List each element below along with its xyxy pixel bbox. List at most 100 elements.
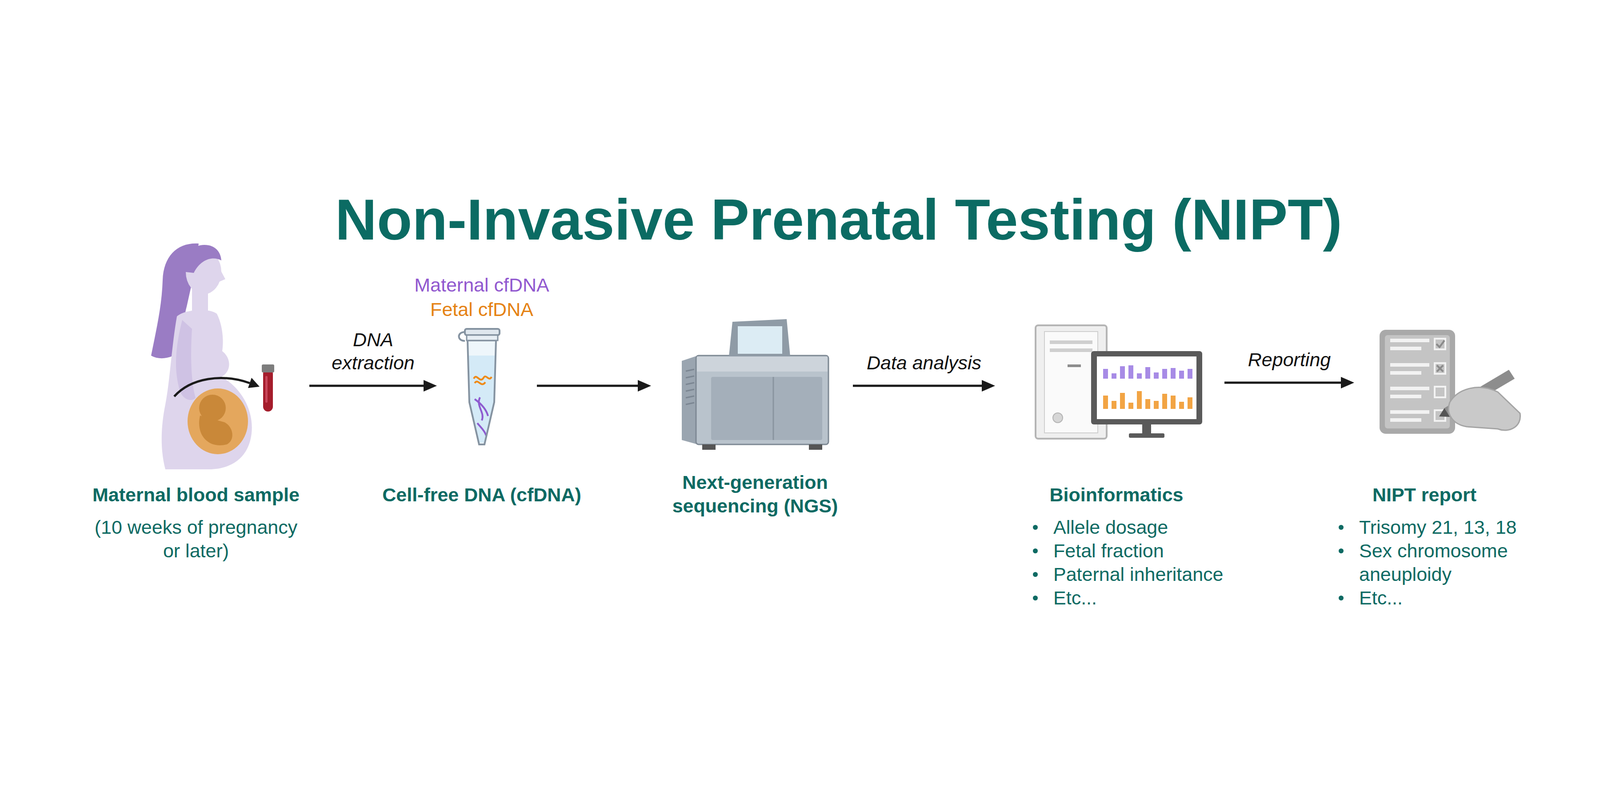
bullet-dot xyxy=(1032,595,1038,601)
step-heading: Maternal blood sample xyxy=(92,483,300,507)
process-step: NIPT reportTrisomy 21, 13, 18Sex chromos… xyxy=(1354,326,1538,445)
computer-part-part xyxy=(1111,373,1117,379)
computer-part-part xyxy=(1162,393,1168,409)
computer-part xyxy=(1052,412,1063,423)
sequencer-part xyxy=(696,356,828,372)
clipboard-part xyxy=(1390,386,1430,391)
step-heading: Cell-free DNA (cfDNA) xyxy=(382,483,582,507)
clipboard-part xyxy=(1384,335,1450,429)
sequencer-part xyxy=(685,389,695,392)
sequencer-part xyxy=(808,444,823,450)
computer-part-part xyxy=(1179,370,1184,379)
microtube xyxy=(459,328,500,445)
blood-tube xyxy=(261,364,275,412)
bullet-row: Trisomy 21, 13, 18 xyxy=(1338,515,1548,540)
clipboard-part xyxy=(1434,386,1446,398)
computer-part-part xyxy=(1145,399,1151,409)
sequencer-part xyxy=(685,369,695,372)
bullet-text: Etc... xyxy=(1053,586,1238,610)
microtube-part xyxy=(477,423,487,436)
computer-part-part xyxy=(1120,366,1125,379)
sequencer-part xyxy=(702,444,716,450)
connector-arrow xyxy=(536,380,652,392)
computer-part xyxy=(1103,391,1193,409)
computer-part-part xyxy=(1153,400,1159,409)
microtube-part xyxy=(473,376,492,380)
pregnant-woman-part xyxy=(187,388,248,455)
computer-part-part xyxy=(1170,395,1176,409)
sequencer xyxy=(681,319,829,450)
edge-label: Data analysis xyxy=(864,351,984,375)
computer-part xyxy=(1049,348,1093,352)
computer-part-part xyxy=(1187,397,1193,409)
computer-part xyxy=(1067,364,1081,368)
clipboard-part xyxy=(1436,340,1445,348)
bullet-row: Etc... xyxy=(1338,586,1548,610)
bullet-dot xyxy=(1338,548,1344,554)
computer-part-part xyxy=(1162,368,1168,379)
computer-part-part xyxy=(1128,365,1134,379)
bullet-text: Etc... xyxy=(1359,586,1548,610)
dna-label: Maternal cfDNA xyxy=(414,273,549,297)
sequencer-part xyxy=(737,326,783,354)
bullet-text: Allele dosage xyxy=(1053,515,1238,540)
clipboard-part xyxy=(1390,338,1430,343)
blood-draw-arrow xyxy=(174,377,260,397)
arrowhead xyxy=(981,380,996,392)
computer-part-part xyxy=(1187,368,1193,379)
computer-part-part xyxy=(1120,392,1125,409)
sequencer-part xyxy=(685,396,695,398)
step-body: Trisomy 21, 13, 18Sex chromosome aneuplo… xyxy=(1338,515,1548,610)
step-heading: Bioinformatics xyxy=(1049,483,1184,507)
edge-label: Reporting xyxy=(1246,348,1333,372)
arrowhead xyxy=(637,380,652,392)
connector-line xyxy=(852,384,983,388)
dna-label: Fetal cfDNA xyxy=(430,297,534,322)
sequencer-part xyxy=(728,319,791,357)
connector-arrow xyxy=(309,380,437,392)
pregnant-woman-part xyxy=(199,415,233,446)
bullet-dot xyxy=(1338,524,1344,530)
computer-part xyxy=(1103,365,1193,379)
arrowhead xyxy=(1340,376,1355,389)
clipboard-part xyxy=(1390,371,1422,375)
connector-line xyxy=(536,384,639,388)
process-step: Next-generation sequencing (NGS) xyxy=(651,315,853,456)
sequencer-part xyxy=(772,376,775,440)
microtube-part xyxy=(464,328,500,336)
step-body: Allele dosageFetal fractionPaternal inhe… xyxy=(1032,515,1238,610)
bullet-text: Trisomy 21, 13, 18 xyxy=(1359,515,1548,540)
clipboard-part xyxy=(1436,365,1444,372)
step-heading: NIPT report xyxy=(1372,483,1477,507)
computer-part xyxy=(1096,356,1197,420)
microtube-part xyxy=(478,397,483,421)
computer-part xyxy=(1142,424,1152,435)
blood-tube-part xyxy=(265,376,268,403)
clipboard-part xyxy=(1434,363,1446,374)
connector-line xyxy=(309,384,425,388)
pregnant-woman xyxy=(151,243,252,470)
computer-part-part xyxy=(1136,373,1142,379)
arrowhead xyxy=(423,380,437,392)
edge-label: DNA extraction xyxy=(320,328,427,375)
bullet-dot xyxy=(1032,524,1038,530)
computer-part-part xyxy=(1103,395,1108,409)
computer xyxy=(1035,325,1203,439)
bullet-dot xyxy=(1032,548,1038,554)
sequencer-part xyxy=(711,376,823,440)
clipboard-part xyxy=(1448,387,1520,431)
pregnant-woman-part xyxy=(161,309,252,470)
computer-part-part xyxy=(1145,367,1151,379)
clipboard-part xyxy=(1379,329,1456,434)
connector-line xyxy=(1224,381,1342,384)
blood-tube-part xyxy=(261,364,275,373)
connector-arrow xyxy=(1224,376,1355,389)
clipboard-part xyxy=(1390,363,1430,367)
microtube-part xyxy=(468,355,495,443)
microtube-part xyxy=(467,340,496,445)
step-heading: Next-generation sequencing (NGS) xyxy=(661,470,849,518)
sequencer-part xyxy=(685,376,695,378)
